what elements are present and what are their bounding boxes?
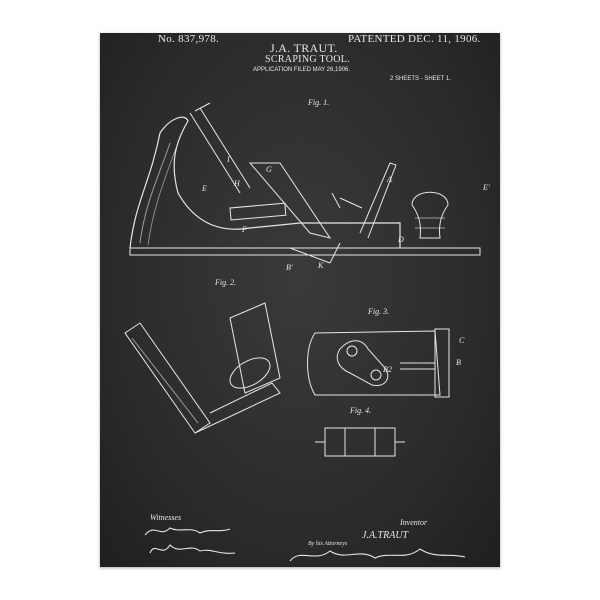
inventor-signature: J.A.TRAUT bbox=[362, 530, 409, 541]
part-label-b2: B2 bbox=[383, 365, 392, 374]
part-label-e-prime: E' bbox=[483, 183, 490, 192]
attorneys-label: By his Attorneys bbox=[308, 541, 348, 547]
part-label-d: D bbox=[398, 235, 404, 244]
witnesses-label: Witnesses bbox=[150, 513, 182, 522]
fig-2-drawing bbox=[124, 302, 281, 434]
invention-title: SCRAPING TOOL. bbox=[265, 54, 350, 65]
part-label-e: E bbox=[202, 184, 207, 193]
fig-3-label: Fig. 3. bbox=[368, 307, 390, 316]
patent-date: PATENTED DEC. 11, 1906. bbox=[348, 33, 481, 45]
fig-1-plane-drawing bbox=[129, 102, 481, 264]
part-label-b-prime: B' bbox=[286, 263, 293, 272]
inventor-label: Inventor bbox=[400, 518, 428, 527]
part-label-k: K bbox=[318, 261, 324, 270]
fig-1-label: Fig. 1. bbox=[308, 98, 330, 107]
part-label-i: I bbox=[227, 155, 230, 164]
fig-4-drawing bbox=[315, 427, 405, 457]
fig-3-drawing bbox=[307, 328, 450, 398]
sheet-count: 2 SHEETS - SHEET 1. bbox=[390, 76, 451, 82]
patent-number: No. 837,978. bbox=[158, 33, 220, 45]
patent-poster: No. 837,978. PATENTED DEC. 11, 1906. J.A… bbox=[100, 33, 500, 567]
patent-drawings bbox=[124, 102, 481, 562]
fig-2-label: Fig. 2. bbox=[215, 278, 237, 287]
inventor-heading: J.A. TRAUT. bbox=[270, 41, 338, 55]
part-label-b: B bbox=[456, 358, 461, 367]
application-date: APPLICATION FILED MAY 26,1906. bbox=[253, 67, 351, 73]
fig-4-label: Fig. 4. bbox=[350, 406, 372, 415]
part-label-c: C bbox=[459, 336, 465, 345]
part-label-a: A bbox=[387, 175, 392, 184]
part-label-f: F bbox=[242, 225, 247, 234]
part-label-h: H bbox=[234, 179, 240, 188]
signature-scribbles bbox=[144, 527, 466, 562]
part-label-g: G bbox=[266, 165, 272, 174]
